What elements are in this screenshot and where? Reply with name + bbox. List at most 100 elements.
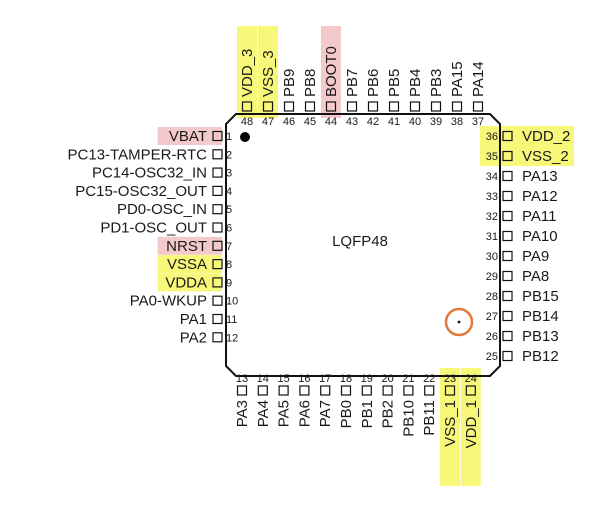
- pin-25: 25 PB12: [486, 348, 559, 365]
- pin-12: 12 PA2: [180, 329, 239, 346]
- pin-40-number: 40: [409, 116, 421, 128]
- pin-19-pad: [361, 385, 372, 396]
- pin-43-number: 43: [346, 116, 358, 128]
- pin-label-pc14-osc32-in: PC14-OSC32_IN: [92, 165, 207, 182]
- pin-47-highlight: [258, 26, 278, 118]
- pin-37-number: 37: [472, 116, 484, 128]
- pin-17-pad: [320, 385, 331, 396]
- pin-33-number: 33: [486, 191, 498, 203]
- pin-13-pad: [236, 385, 248, 396]
- pin-48-pad: [241, 101, 253, 112]
- pin-label-pb0: PB0: [338, 400, 355, 428]
- pin-label-pa10: PA10: [522, 228, 558, 245]
- pin-20-pad: [382, 385, 393, 396]
- pin-16-number: 16: [298, 373, 310, 385]
- pin-label-vbat: VBAT: [169, 128, 207, 145]
- pin-34: 34 PA13: [486, 168, 558, 185]
- pin-label-pb14: PB14: [522, 308, 559, 325]
- pin-36-number: 36: [486, 131, 498, 143]
- pin-12-pad: [212, 332, 223, 343]
- pin-29-number: 29: [486, 271, 498, 283]
- pin-40-pad: [409, 101, 421, 112]
- pin-6-number: 6: [226, 223, 232, 235]
- pin-1-highlight: [157, 127, 222, 145]
- pin-label-pd1-osc-out: PD1-OSC_OUT: [100, 220, 207, 237]
- pin-27-pad: [502, 310, 513, 322]
- pin-4-number: 4: [226, 186, 232, 198]
- pin-label-pb12: PB12: [522, 348, 559, 365]
- pin-23-pad: [444, 385, 456, 396]
- pin-label-pb10: PB10: [400, 400, 417, 437]
- pin-28-pad: [502, 290, 513, 302]
- pin-41-pad: [388, 101, 400, 112]
- pin-29-pad: [502, 270, 513, 282]
- pin-label-pa14: PA14: [470, 61, 487, 97]
- pin-45-pad: [304, 101, 316, 112]
- pin-label-pa3: PA3: [234, 400, 251, 427]
- pin-label-pa2: PA2: [180, 329, 207, 346]
- pin-10-pad: [212, 295, 223, 306]
- pin-21-number: 21: [402, 373, 414, 385]
- pin-25-number: 25: [486, 351, 498, 363]
- pin-45-number: 45: [304, 116, 316, 128]
- pin-label-pa11: PA11: [522, 208, 556, 225]
- pin-34-number: 34: [486, 171, 498, 183]
- pin-23-number: 23: [444, 373, 456, 385]
- package-label: LQFP48: [332, 233, 388, 250]
- pin-18-number: 18: [340, 373, 352, 385]
- pin-27-number: 27: [486, 311, 498, 323]
- pin-44-number: 44: [325, 116, 337, 128]
- pin-label-pa13: PA13: [522, 168, 558, 185]
- pin-label-pa5: PA5: [276, 400, 293, 427]
- pin-12-number: 12: [226, 332, 238, 344]
- pin-38: 38 PA15: [449, 61, 466, 128]
- pin-48-number: 48: [241, 116, 253, 128]
- pin-label-vss-3: VSS_3: [260, 50, 277, 97]
- pin-label-pb2: PB2: [380, 400, 397, 428]
- pin-11-number: 11: [226, 314, 237, 326]
- pin-10-number: 10: [226, 296, 238, 308]
- pin-25-pad: [502, 350, 513, 362]
- pin-label-pb9: PB9: [281, 69, 298, 97]
- pin-42-number: 42: [367, 116, 379, 128]
- pin-44-pad: [325, 101, 337, 112]
- pin-8-highlight: [157, 255, 222, 274]
- pin-label-vdda: VDDA: [165, 274, 207, 291]
- pin-20-number: 20: [381, 373, 393, 385]
- pin-9-pad: [212, 277, 223, 288]
- pin-label-pa15: PA15: [449, 61, 466, 97]
- pin-15-number: 15: [277, 373, 289, 385]
- orange-circle-marker: [444, 307, 474, 337]
- pin-38-number: 38: [451, 116, 463, 128]
- pin-42-pad: [367, 101, 379, 112]
- pin-4-pad: [212, 185, 223, 196]
- pin-label-vssa: VSSA: [167, 256, 207, 273]
- pin-label-pb6: PB6: [365, 69, 382, 97]
- pin-46-pad: [283, 101, 295, 112]
- pin-3-number: 3: [226, 168, 232, 180]
- pin-7-number: 7: [226, 241, 232, 253]
- pin-label-pa4: PA4: [255, 400, 272, 427]
